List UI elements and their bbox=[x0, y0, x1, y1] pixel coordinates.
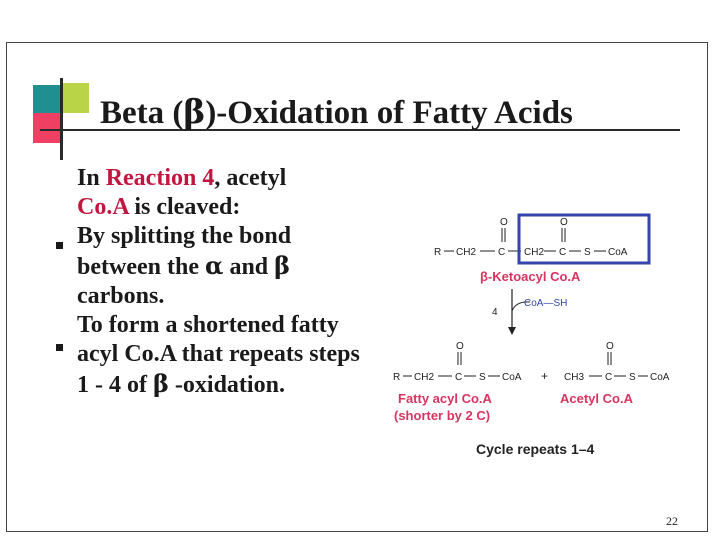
oxygen-3: O bbox=[456, 341, 464, 352]
title-beta-symbol: β bbox=[183, 92, 206, 131]
page-number: 22 bbox=[666, 514, 678, 528]
bullet-item-1: By splitting the bond between the α and … bbox=[77, 223, 292, 309]
step-number: 4 bbox=[492, 307, 498, 318]
formula-r: R bbox=[393, 372, 400, 383]
slide-frame bbox=[6, 42, 708, 532]
arrow-head bbox=[508, 327, 516, 335]
reaction-diagram: O O R CH2 C CH2 C S CoA β-Ketoacyl Co.A … bbox=[393, 213, 670, 457]
alpha-symbol: α bbox=[204, 251, 224, 280]
formula-ch2: CH2 bbox=[456, 247, 476, 258]
formula-s: S bbox=[584, 247, 591, 258]
coa-sh-reagent: CoA—SH bbox=[524, 298, 567, 309]
acetyl-coa-label: Acetyl Co.A bbox=[560, 391, 634, 406]
title-prefix: Beta ( bbox=[100, 95, 184, 131]
formula-ch2: CH2 bbox=[414, 372, 434, 383]
bullet-marker-1 bbox=[56, 242, 63, 249]
coa-highlight: Co.A bbox=[77, 194, 129, 220]
title-suffix: )-Oxidation of Fatty Acids bbox=[205, 95, 573, 131]
formula-ch3: CH3 bbox=[564, 372, 584, 383]
cleavage-box bbox=[517, 213, 651, 265]
decor-pink-square bbox=[33, 113, 63, 143]
beta-symbol: β bbox=[274, 251, 291, 280]
formula-s: S bbox=[479, 372, 486, 383]
formula-c: C bbox=[559, 247, 566, 258]
ketoacyl-label: β-Ketoacyl Co.A bbox=[480, 269, 581, 284]
reaction-4-highlight: Reaction 4 bbox=[105, 165, 215, 191]
plus-sign: + bbox=[541, 369, 548, 383]
formula-ch2: CH2 bbox=[524, 247, 544, 258]
title-underline bbox=[40, 129, 680, 131]
formula-c: C bbox=[498, 247, 505, 258]
decor-teal-square bbox=[33, 85, 63, 113]
cycle-repeats-label: Cycle repeats 1–4 bbox=[476, 441, 595, 457]
formula-coa: CoA bbox=[650, 372, 670, 383]
formula-c: C bbox=[455, 372, 462, 383]
shorter-note: (shorter by 2 C) bbox=[394, 408, 490, 423]
formula-c: C bbox=[605, 372, 612, 383]
decor-vertical-line bbox=[60, 78, 63, 160]
formula-coa: CoA bbox=[608, 247, 628, 258]
beta-symbol: β bbox=[152, 369, 169, 398]
oxygen-2: O bbox=[560, 217, 568, 228]
formula-r: R bbox=[434, 247, 441, 258]
slide-title: Beta (β)-Oxidation of Fatty Acids bbox=[100, 92, 573, 132]
formula-coa: CoA bbox=[502, 372, 522, 383]
formula-s: S bbox=[629, 372, 636, 383]
fatty-acyl-coa-label: Fatty acyl Co.A bbox=[398, 391, 493, 406]
bullet-item-2: To form a shortened fatty acyl Co.A that… bbox=[77, 312, 360, 398]
oxygen-1: O bbox=[500, 217, 508, 228]
reagent-arrow bbox=[511, 301, 531, 312]
bullet-marker-2 bbox=[56, 344, 63, 351]
decor-lime-square bbox=[63, 83, 89, 113]
oxygen-4: O bbox=[606, 341, 614, 352]
